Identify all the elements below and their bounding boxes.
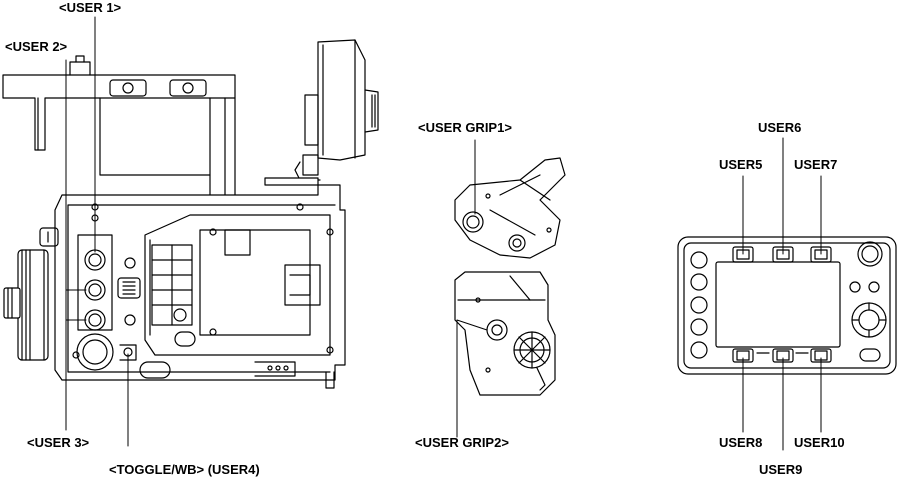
camera-body-drawing <box>2 39 379 389</box>
grip1-drawing <box>454 157 566 259</box>
user2-label: <USER 2> <box>5 39 68 54</box>
toggle-wb-label: <TOGGLE/WB> (USER4) <box>109 462 260 477</box>
user-grip1-label: <USER GRIP1> <box>418 120 512 135</box>
user5-label: USER5 <box>719 157 763 172</box>
side-panel-drawing <box>677 236 897 375</box>
user8-label: USER8 <box>719 435 763 450</box>
user10-label: USER10 <box>794 435 845 450</box>
user-grip2-label: <USER GRIP2> <box>415 435 509 450</box>
user7-label: USER7 <box>794 157 838 172</box>
leader-lines <box>65 16 822 451</box>
user9-label: USER9 <box>759 462 803 477</box>
user6-label: USER6 <box>758 120 802 135</box>
grip2-drawing <box>454 271 556 396</box>
user3-label: <USER 3> <box>27 435 90 450</box>
user1-label: <USER 1> <box>59 0 122 15</box>
